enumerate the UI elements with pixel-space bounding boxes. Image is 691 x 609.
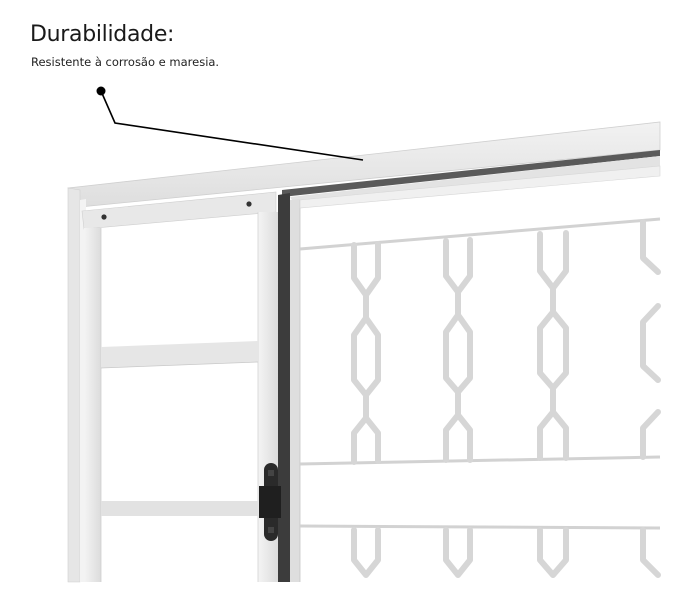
seal-stile bbox=[278, 193, 301, 582]
sliding-panel bbox=[299, 165, 661, 578]
callout-pointer bbox=[96, 86, 364, 161]
feature-title: Durabilidade: bbox=[30, 22, 175, 47]
fixed-panel bbox=[81, 191, 278, 582]
latch-icon bbox=[259, 463, 281, 541]
screw-icon bbox=[246, 201, 252, 207]
screw-icon bbox=[101, 214, 107, 220]
callout-dot-icon bbox=[96, 86, 106, 96]
feature-description: Resistente à corrosão e maresia. bbox=[31, 55, 220, 69]
grille-bar bbox=[351, 241, 381, 465]
